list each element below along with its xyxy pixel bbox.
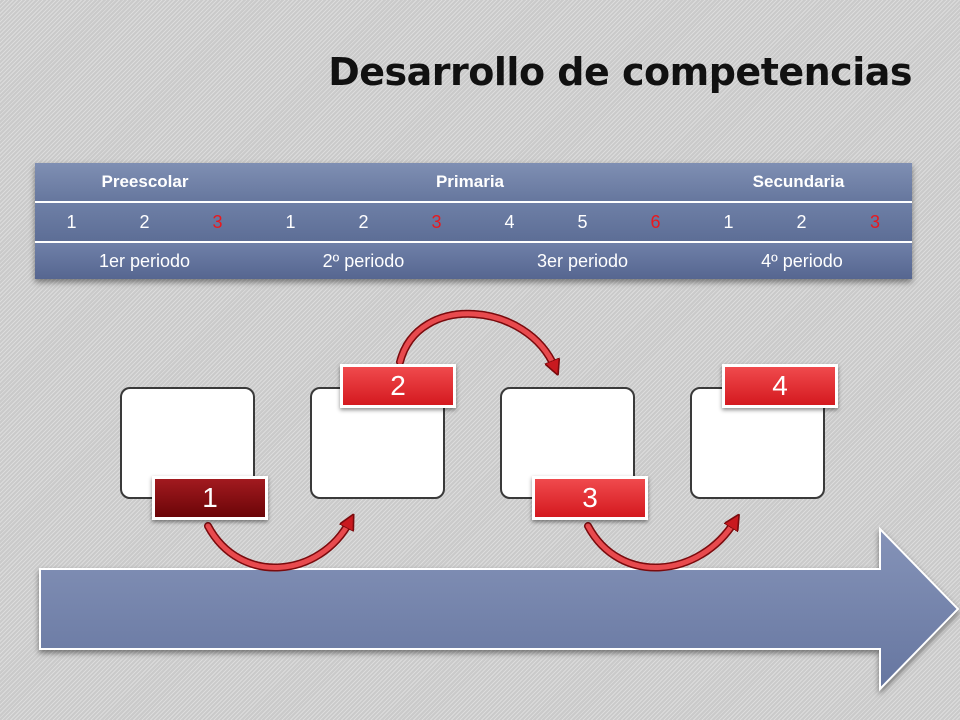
grade-cell: 2 [139, 211, 150, 232]
curved-arrow-1-2 [204, 521, 350, 572]
grade-cell: 1 [285, 211, 296, 232]
grade-cell: 6 [650, 211, 661, 232]
grade-cell: 1 [723, 211, 734, 232]
grade-cell: 2 [796, 211, 807, 232]
page-title: Desarrollo de competencias [328, 50, 912, 94]
row-divider [35, 201, 912, 203]
stage-tag-2: 2 [340, 364, 456, 408]
grade-cell: 3 [431, 211, 442, 232]
grade-cell: 3 [212, 211, 223, 232]
grade-cell: 3 [869, 211, 880, 232]
grade-cell: 5 [577, 211, 588, 232]
level-primaria: Primaria [435, 172, 505, 191]
period-cell-1: 1er periodo [98, 250, 191, 271]
stage-tag-4: 4 [722, 364, 838, 408]
levels-row: Preescolar Primaria Secundaria [35, 163, 912, 201]
grade-cell: 2 [358, 211, 369, 232]
level-secundaria: Secundaria [752, 172, 845, 191]
period-cell-3: 3er periodo [536, 250, 629, 271]
grade-cell: 4 [504, 211, 515, 232]
stage-tag-3: 3 [532, 476, 648, 520]
level-preescolar: Preescolar [101, 172, 189, 191]
row-divider [35, 241, 912, 243]
periods-table: Preescolar Primaria Secundaria 1 2 3 1 2… [35, 163, 912, 279]
stage-tag-1: 1 [152, 476, 268, 520]
curved-arrow-3-4 [584, 521, 735, 572]
periods-row: 1er periodo 2º periodo 3er periodo 4º pe… [35, 243, 912, 279]
grade-cell: 1 [66, 211, 77, 232]
period-cell-2: 2º periodo [322, 250, 405, 271]
curved-arrow-2-3 [396, 310, 555, 368]
period-cell-4: 4º periodo [761, 250, 843, 271]
grades-row: 1 2 3 1 2 3 4 5 6 1 2 3 [35, 203, 912, 241]
